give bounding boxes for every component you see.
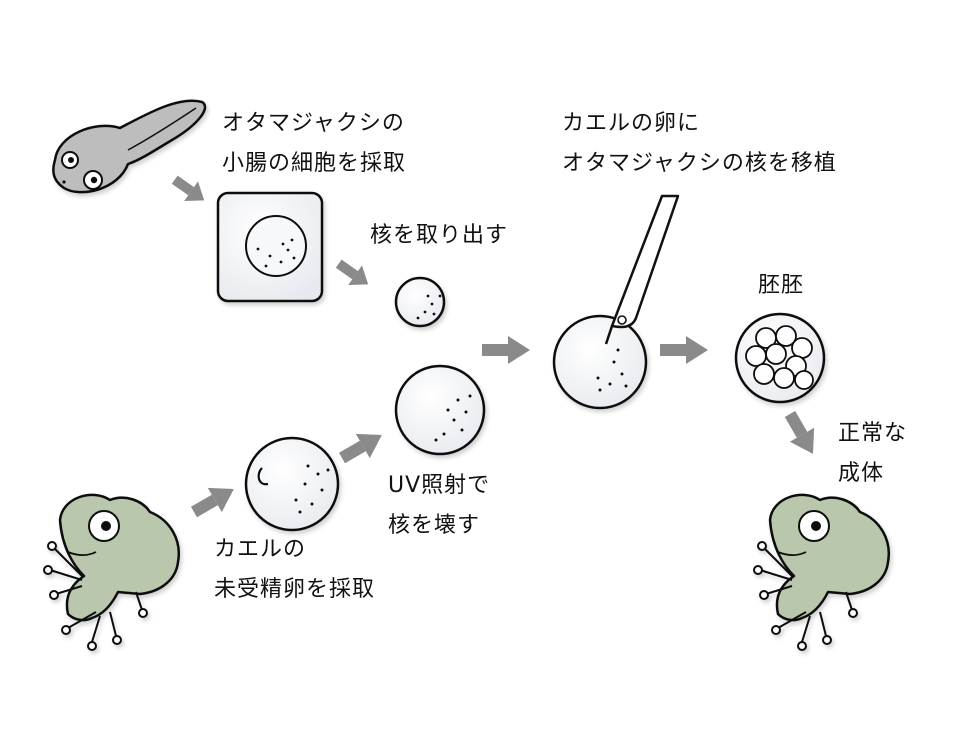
label-frog-egg: カエルの 未受精卵を採取	[214, 537, 376, 602]
arrow-to-recipient	[482, 336, 530, 364]
arrow-icon	[171, 175, 815, 518]
pipette-icon	[604, 194, 680, 345]
label-embryo: 胚胚	[758, 273, 805, 298]
recipient-egg	[552, 314, 648, 410]
label-transplant: カエルの卵に オタマジャクシの核を移植	[562, 111, 837, 176]
arrow-tadpole-to-cell	[171, 175, 205, 202]
arrow-to-adult	[784, 411, 815, 454]
arrow-egg-to-uv	[339, 433, 382, 464]
embryo	[734, 312, 826, 404]
label-uv: UV照射で 核を壊す	[388, 473, 491, 538]
label-extract-nucleus: 核を取り出す	[370, 223, 509, 248]
arrow-cell-to-nucleus	[335, 259, 369, 286]
arrow-frog-to-egg	[191, 487, 234, 518]
tadpole-icon	[52, 99, 207, 194]
adult-frog-icon	[753, 493, 891, 651]
frog-icon	[43, 493, 181, 651]
intestinal-cell	[216, 191, 324, 303]
uv-treated-egg	[394, 364, 486, 456]
label-tadpole-cell: オタマジャクシの 小腸の細胞を採取	[222, 111, 407, 176]
unfertilized-egg	[244, 436, 340, 532]
label-normal-adult: 正常な 成体	[838, 421, 908, 486]
extracted-nucleus	[394, 276, 446, 328]
arrow-to-embryo	[660, 336, 708, 364]
